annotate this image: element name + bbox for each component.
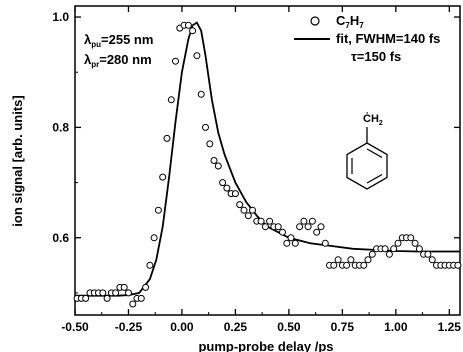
x-tick-label: 1.25 [438,320,462,334]
data-point [291,239,299,247]
data-series [73,21,462,308]
data-point [428,256,436,264]
legend-data-label: C7H7 [336,13,364,30]
probe-value: =280 nm [99,52,151,67]
data-point [381,245,389,253]
data-point [321,239,329,247]
data-point [244,212,252,220]
data-point [184,21,192,29]
data-point [415,245,423,253]
data-point [193,52,201,60]
data-point [394,239,402,247]
y-axis-label: ion signal [arb. units] [10,95,25,226]
data-point [206,140,214,148]
data-point [197,90,205,98]
legend-marker-icon [310,16,320,26]
data-point [364,256,372,264]
x-tick-label: -0.25 [115,320,143,334]
probe-symbol: λ [84,52,92,67]
pump-wavelength-label: λpu=255 nm [84,32,153,49]
data-point [261,223,269,231]
data-point [142,283,150,291]
data-point [317,223,325,231]
data-point [368,250,376,258]
plot-frame [74,5,461,316]
probe-subscript: pr [91,60,99,69]
legend: C7H7 fit, FWHM=140 fs τ=150 fs [294,13,440,64]
x-tick-label: -0.50 [61,320,89,334]
data-point [424,250,432,258]
data-point [172,57,179,65]
data-point [300,217,308,225]
data-point [308,217,316,225]
data-point [167,96,175,104]
y-tick-label: 0.6 [52,231,69,245]
x-tick-label: 0.00 [170,320,194,334]
pump-symbol: λ [84,32,92,47]
legend-fit-label: fit, FWHM=140 fs [336,31,440,46]
data-point [279,228,286,236]
legend-tau-label: τ=150 fs [351,49,401,64]
data-point [360,261,368,269]
data-point [283,239,291,247]
data-point [103,294,111,302]
pump-subscript: pu [91,40,101,49]
data-point [189,27,197,35]
data-point [249,206,256,214]
data-point [112,289,120,297]
data-point [82,294,90,302]
data-point [296,223,304,231]
data-point [240,206,248,214]
data-point [236,201,244,209]
data-point [129,300,137,308]
data-point [385,250,393,258]
data-point [334,256,342,264]
x-tick-label: 0.75 [331,320,355,334]
data-point [287,234,295,242]
ticks: -0.50 -0.25 0.00 0.25 0.50 0.75 1.00 1.25 0.6 0.8… [52,6,461,334]
y-tick-label: 0.8 [52,120,69,134]
data-point [137,294,145,302]
data-point [210,157,218,164]
data-point [343,261,351,269]
data-point [266,217,274,225]
benzyl-molecule-drawing: ĊH2 [346,112,388,190]
x-tick-label: 0.50 [277,320,301,334]
data-point [223,184,231,192]
data-point [330,261,338,269]
data-point [313,228,321,236]
data-point [120,283,128,291]
data-point [125,289,132,297]
data-point [231,190,239,198]
fit-series [75,21,460,297]
data-point [257,217,265,225]
data-point [347,256,355,264]
data-point [411,239,419,247]
x-tick-label: 0.25 [224,320,248,334]
data-point [454,261,462,269]
data-point [274,223,282,231]
data-point [99,289,107,297]
x-axis-label: pump-probe delay /ps [198,339,333,352]
data-point [154,206,162,214]
data-point [146,261,154,269]
data-point [159,173,167,181]
data-point [150,234,158,242]
data-point [202,123,209,131]
x-tick-label: 1.00 [384,320,408,334]
y-tick-label: 1.0 [52,10,69,24]
molecule-label: ĊH2 [363,112,383,127]
data-point [390,245,398,253]
data-point [163,134,171,142]
probe-wavelength-label: λpr=280 nm [84,52,152,69]
data-point [304,223,312,231]
data-point [407,234,415,242]
pump-value: =255 nm [101,32,153,47]
fit-curve [75,21,460,297]
data-point [219,179,227,187]
data-point [214,162,222,170]
